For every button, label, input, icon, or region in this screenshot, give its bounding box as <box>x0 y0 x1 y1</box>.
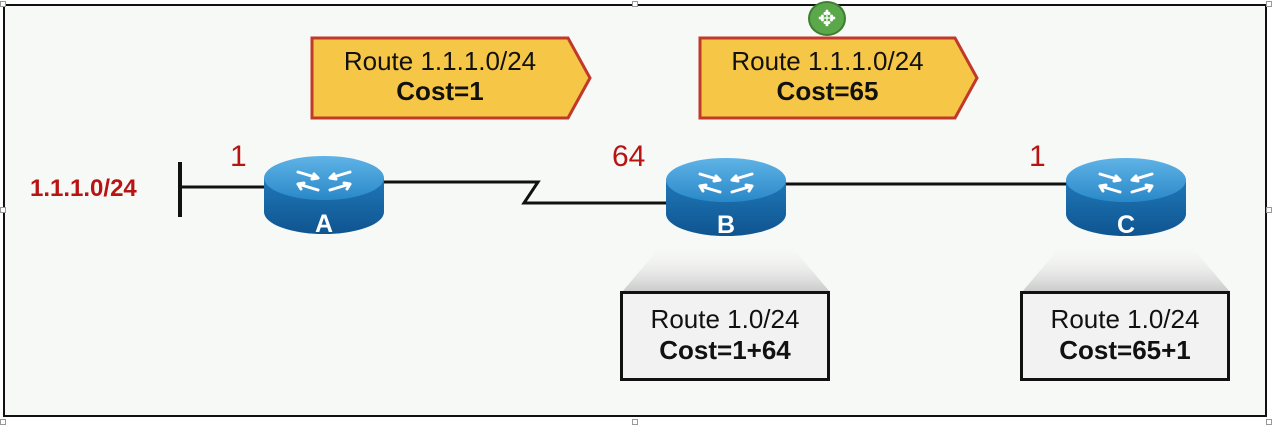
advert-arrow-2 <box>698 36 979 120</box>
router-c-icon <box>1066 158 1186 236</box>
resize-handle-bottom-right[interactable] <box>1266 419 1272 425</box>
advert-2-text: Route 1.1.1.0/24 Cost=65 <box>700 46 955 106</box>
route-box-c-line2: Cost=65+1 <box>1059 335 1191 365</box>
router-b-icon <box>666 158 786 236</box>
advert-2-line2: Cost=65 <box>776 76 879 106</box>
router-a-icon <box>264 156 384 234</box>
resize-handle-bottom-left[interactable] <box>0 419 6 425</box>
resize-handle-bottom-center[interactable] <box>632 419 638 425</box>
advert-arrow-1 <box>310 36 592 120</box>
resize-handle-top-right[interactable] <box>1266 1 1272 7</box>
route-box-c: Route 1.0/24 Cost=65+1 <box>1020 291 1230 381</box>
router-a-label: A <box>314 210 334 238</box>
route-box-b-line2: Cost=1+64 <box>659 335 791 365</box>
advert-1-text: Route 1.1.1.0/24 Cost=1 <box>312 46 568 106</box>
route-box-c-line1: Route 1.0/24 <box>1050 304 1200 334</box>
router-b-label: B <box>716 211 736 239</box>
shade-cone-c <box>1022 240 1230 292</box>
resize-handle-top-center[interactable] <box>632 1 638 7</box>
resize-handle-middle-right[interactable] <box>1266 207 1272 213</box>
move-icon[interactable]: ✥ <box>808 1 846 36</box>
link-cost-a: 1 <box>230 140 247 173</box>
advert-1-line1: Route 1.1.1.0/24 <box>343 46 537 76</box>
resize-handle-top-left[interactable] <box>0 1 6 7</box>
network-label: 1.1.1.0/24 <box>30 175 137 202</box>
router-c-label: C <box>1116 211 1136 239</box>
route-box-b-line1: Route 1.0/24 <box>650 304 800 334</box>
link-cost-bc: 1 <box>1029 140 1046 173</box>
advert-2-line1: Route 1.1.1.0/24 <box>731 46 924 76</box>
link-cost-ab: 64 <box>612 140 646 173</box>
resize-handle-middle-left[interactable] <box>0 207 6 213</box>
serial-link-ab <box>380 180 668 205</box>
shade-cone-b <box>622 240 830 292</box>
route-box-b: Route 1.0/24 Cost=1+64 <box>620 291 830 381</box>
advert-1-line2: Cost=1 <box>396 76 484 106</box>
